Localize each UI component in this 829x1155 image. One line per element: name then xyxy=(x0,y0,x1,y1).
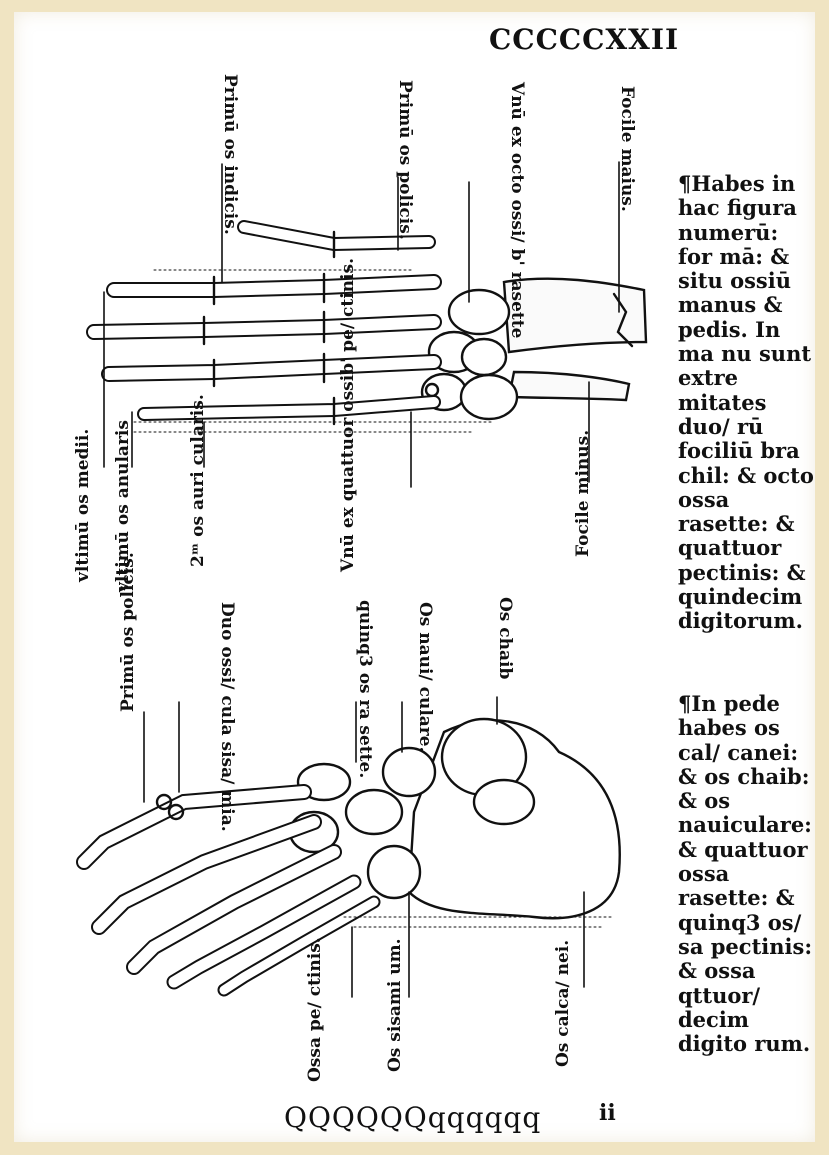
side-note-foot: ¶In pede habes os cal/ canei: & os chaib… xyxy=(678,692,818,1056)
label-focile-maius: Focile maius. xyxy=(617,86,636,212)
label-os-sisamium: Os sisami um. xyxy=(386,938,405,1072)
label-vnu-ex-quattuor: Vnū ex quattuor ossib' pe/ ctinis. xyxy=(339,258,358,572)
label-focile-minus: Focile minus. xyxy=(574,430,593,557)
side-note-hand: ¶Habes in hac figura numerū: for mā: & s… xyxy=(678,172,818,634)
note-hand-first: Habes in xyxy=(691,171,795,196)
note-foot-text: habes os cal/ canei: & os chaib: & os na… xyxy=(678,715,812,1056)
note-hand-text: hac figura numerū: for mā: & situ ossiū … xyxy=(678,195,814,633)
label-os-chaib: Os chaib xyxy=(495,597,514,679)
paragraph-mark-icon: ¶ xyxy=(678,171,691,196)
hand-skeleton-drawing xyxy=(94,162,646,487)
label-vltimu-medii: vltimū os medii. xyxy=(74,429,93,582)
label-os-nauiculare: Os naui/ culare. xyxy=(415,602,434,753)
label-quinq-os-rasette: quinq3 os ra sette. xyxy=(355,600,374,778)
label-primu-os-indicis: Primū os indicis. xyxy=(220,74,239,235)
label-os-auricularis: 2ᵐ os auri cularis. xyxy=(189,394,208,567)
signature-line: QQQQQQqqqqqq xyxy=(284,1104,541,1132)
note-foot-first: In pede xyxy=(691,691,780,716)
label-duo-ossi-cula: Duo ossi/ cula sisa/ mia. xyxy=(217,602,236,832)
book-page: CCCCCXXII xyxy=(14,12,815,1142)
signature-mark: ii xyxy=(599,1102,616,1124)
label-primu-os-policis-foot: Primū os policis. xyxy=(119,552,138,712)
paragraph-mark-icon: ¶ xyxy=(678,691,691,716)
label-ossa-pectinis: Ossa pe/ ctinis. xyxy=(306,937,325,1082)
label-os-calcanei: Os calca/ nei. xyxy=(554,940,573,1067)
label-vnu-ex-octo: Vnū ex octo ossi/ b' rasette xyxy=(507,82,526,338)
label-primu-os-policis-hand: Primū os policis. xyxy=(395,80,414,240)
foot-skeleton-drawing xyxy=(84,697,620,997)
